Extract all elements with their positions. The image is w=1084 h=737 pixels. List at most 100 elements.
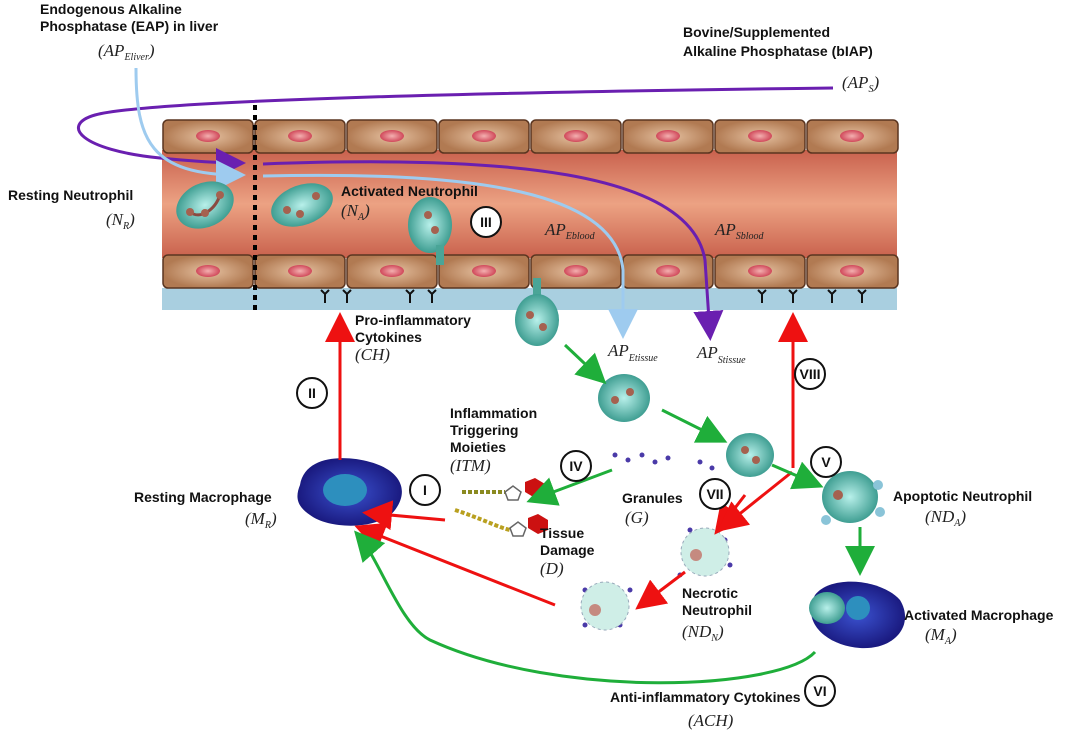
receptor-icon (320, 289, 330, 303)
endothelial-cell (438, 254, 530, 289)
endothelial-cell (162, 254, 254, 289)
cell-nucleus (656, 130, 680, 142)
arrow-necrotic-to-damage (635, 570, 686, 610)
ap-stissue-label: APStissue (696, 343, 746, 366)
itm-molecules (454, 478, 548, 537)
granule-dot (627, 587, 633, 593)
svg-text:I: I (423, 482, 427, 498)
arrow-iv (526, 468, 613, 506)
eap-label-1: Endogenous Alkaline (40, 1, 182, 17)
apoptotic-neutrophil (821, 471, 885, 525)
endothelial-cell (346, 254, 438, 289)
endothelial-cell (530, 119, 622, 154)
activated-macrophage (809, 581, 906, 649)
endothelial-cell (530, 254, 622, 289)
endothelial-cell (714, 254, 806, 289)
m-a-label: (MA) (925, 625, 957, 647)
endothelial-row-top (162, 119, 899, 154)
cell-nucleus (288, 265, 312, 277)
cell-nucleus (472, 130, 496, 142)
step-marker-iii: III (470, 206, 502, 238)
arrow-apoptosis (771, 461, 824, 490)
activated-macrophage-label: Activated Macrophage (904, 607, 1054, 623)
svg-text:VIII: VIII (799, 366, 820, 382)
receptors (320, 289, 867, 303)
n-r-label: (NR) (106, 210, 135, 232)
eap-arrow-in (134, 67, 246, 190)
granule-dot (697, 459, 703, 465)
cell-nucleus (748, 130, 772, 142)
pro-inflammatory-label-1: Pro-inflammatory (355, 312, 471, 328)
resting-neutrophil-label: Resting Neutrophil (8, 187, 133, 203)
step-marker-v: V (810, 446, 842, 478)
resting-macrophage-label: Resting Macrophage (134, 489, 272, 505)
receptor-icon (857, 289, 867, 303)
receptor-icon (757, 289, 767, 303)
receptor-icon (788, 289, 798, 303)
apoptotic-neutrophil-label: Apoptotic Neutrophil (893, 488, 1032, 504)
svg-text:IV: IV (569, 458, 583, 474)
ach-label: (ACH) (688, 711, 734, 730)
activated-neutrophil (271, 183, 452, 265)
granule-dot (639, 452, 645, 458)
cell-nucleus (564, 265, 588, 277)
ch-label: (CH) (355, 345, 390, 364)
tissue-damage-label-1: Tissue (540, 525, 584, 541)
eap-label-2: Phosphatase (EAP) in liver (40, 18, 219, 34)
granule-dot (582, 622, 588, 628)
svg-text:VII: VII (706, 486, 723, 502)
endothelial-cell (622, 254, 714, 289)
vessel-lumen (162, 150, 897, 258)
nd-a-label: (NDA) (925, 507, 966, 529)
granule-dot (727, 562, 733, 568)
cell-nucleus (564, 130, 588, 142)
endothelial-cell (806, 254, 899, 289)
anti-inflammatory-label: Anti-inflammatory Cytokines (610, 689, 801, 705)
cell-nucleus (656, 265, 680, 277)
granule-dot (625, 457, 631, 463)
arrow-damage-to-macrophage (354, 522, 556, 607)
granule-dot (652, 459, 658, 465)
endothelial-cell (346, 119, 438, 154)
cell-nucleus (840, 265, 864, 277)
biap-arrow-in (76, 86, 834, 178)
nd-n-label: (NDN) (682, 622, 724, 644)
tissue-damage-label-2: Damage (540, 542, 595, 558)
granule-dot (687, 527, 693, 533)
cell-nucleus (288, 130, 312, 142)
resting-neutrophil (176, 181, 234, 229)
biap-arrow-tissue (262, 160, 724, 341)
g-label: (G) (625, 508, 649, 527)
ap-eblood-label: APEblood (544, 220, 596, 242)
endothelial-cell (622, 119, 714, 154)
granule-dot (709, 465, 715, 471)
cell-nucleus (748, 265, 772, 277)
step-marker-iv: IV (560, 450, 592, 482)
svg-text:VI: VI (813, 683, 826, 699)
n-a-label: (NA) (341, 201, 370, 223)
necrotic-neutrophil-label-1: Necrotic (682, 585, 738, 601)
m-r-label: (MR) (245, 509, 277, 531)
biap-label-1: Bovine/Supplemented (683, 24, 830, 40)
degranulating-neutrophil (598, 374, 774, 477)
cell-nucleus (472, 265, 496, 277)
cell-nucleus (840, 130, 864, 142)
step-marker-i: I (409, 474, 441, 506)
ap-eliver-label: (APEliver) (98, 41, 155, 63)
itm-label-2: Triggering (450, 422, 518, 438)
itm-label-1: Inflammation (450, 405, 537, 421)
receptor-icon (427, 289, 437, 303)
cell-nucleus (380, 130, 404, 142)
endothelial-cell (162, 119, 254, 154)
arrow-apoptotic-to-necrotic (717, 470, 793, 532)
cell-nucleus (196, 130, 220, 142)
eap-arrow-tissue (262, 173, 638, 339)
arrow-ach (354, 530, 817, 685)
cell-nucleus (380, 265, 404, 277)
pro-inflammatory-label-2: Cytokines (355, 329, 422, 345)
biap-label-2: Alkaline Phosphatase (bIAP) (683, 43, 873, 59)
arrow-itm-to-macrophage (362, 500, 446, 531)
